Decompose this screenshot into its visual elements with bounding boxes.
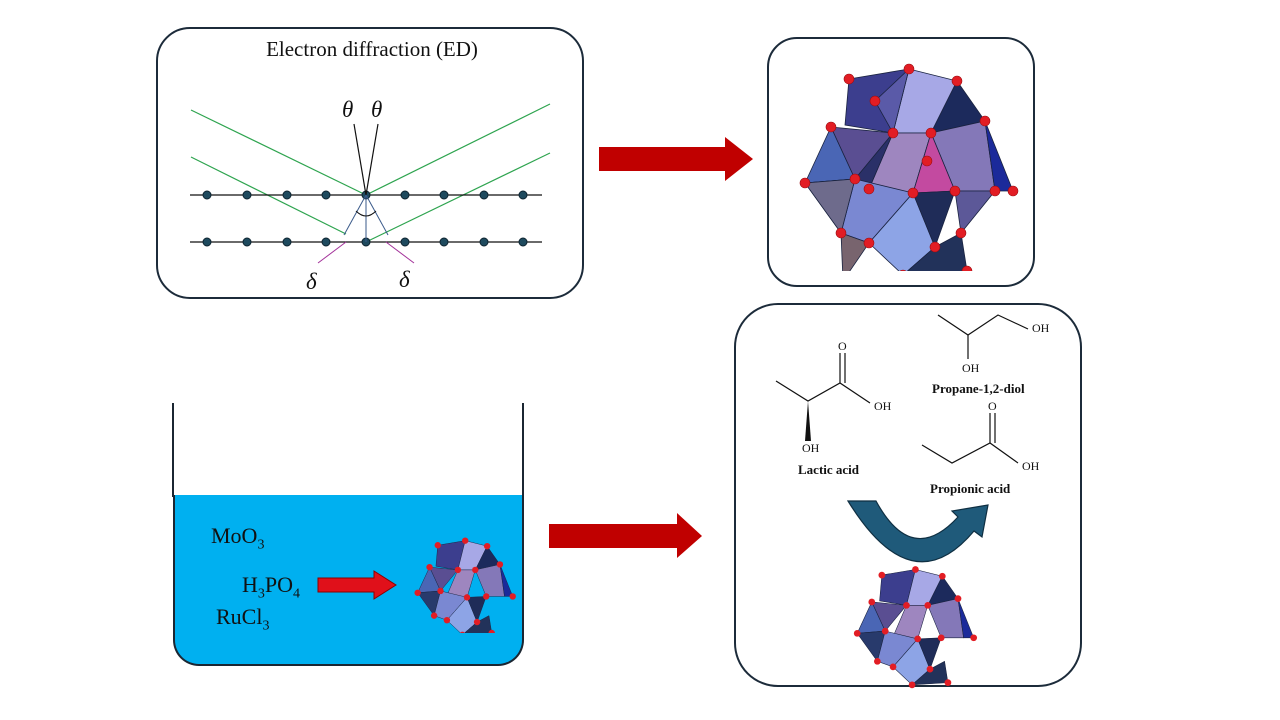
propionic-o: O	[988, 399, 997, 413]
curved-arrow-icon	[846, 500, 989, 563]
propane-diol-skeleton	[937, 314, 1029, 359]
incident-beam-top	[190, 109, 367, 196]
delta-line-left	[317, 241, 347, 264]
polyoxometalate-cluster-icon	[853, 566, 978, 689]
lactic-oh-2: OH	[802, 441, 820, 455]
delta-label-left: δ	[306, 269, 317, 294]
delta-label-right: δ	[399, 267, 410, 292]
diffracted-beam-bottom	[365, 152, 551, 243]
diol-oh-1: OH	[1032, 321, 1050, 335]
oxygen-atoms	[799, 63, 1019, 271]
diffracted-beam-top	[365, 103, 551, 196]
diol-oh-2: OH	[962, 361, 980, 375]
beaker-wall-right	[522, 403, 524, 497]
beaker-wall-left	[172, 403, 174, 497]
propane-diol-label: Propane-1,2-diol	[932, 381, 1025, 396]
theta-label-right: θ	[371, 97, 383, 122]
normal-right	[365, 123, 379, 196]
electron-diffraction-panel: Electron diffraction (ED) θ θ δ δ	[156, 27, 584, 299]
reagent-moo3: MoO3	[211, 523, 265, 553]
lattice-atoms	[202, 190, 528, 247]
lactic-acid-label: Lactic acid	[798, 462, 860, 477]
reagent-rucl3: RuCl3	[216, 604, 270, 634]
propionic-acid-skeleton	[921, 413, 1019, 464]
molecule-structures	[775, 314, 1029, 689]
normal-left	[353, 123, 367, 196]
delta-line-right	[385, 241, 415, 264]
polyoxometalate-cluster-icon	[799, 63, 1019, 271]
wedge-bond	[805, 401, 811, 441]
lactic-acid-skeleton	[775, 353, 871, 404]
polyoxometalate-cluster-icon	[414, 537, 516, 633]
diffraction-diagram	[190, 103, 551, 264]
ed-title: Electron diffraction (ED)	[266, 37, 478, 61]
polyoxometalate-panel	[767, 37, 1035, 287]
red-arrow-icon	[317, 570, 397, 600]
reagent-h3po4: H3PO4	[242, 572, 301, 602]
products-panel: OH OH Propane-1,2-diol O OH OH Lactic ac…	[734, 303, 1082, 689]
propionic-oh: OH	[1022, 459, 1040, 473]
theta-label-left: θ	[342, 97, 354, 122]
red-arrow-icon	[599, 137, 753, 181]
red-arrow-icon	[549, 513, 702, 558]
lactic-o: O	[838, 339, 847, 353]
propionic-acid-label: Propionic acid	[930, 481, 1011, 496]
lactic-oh: OH	[874, 399, 892, 413]
